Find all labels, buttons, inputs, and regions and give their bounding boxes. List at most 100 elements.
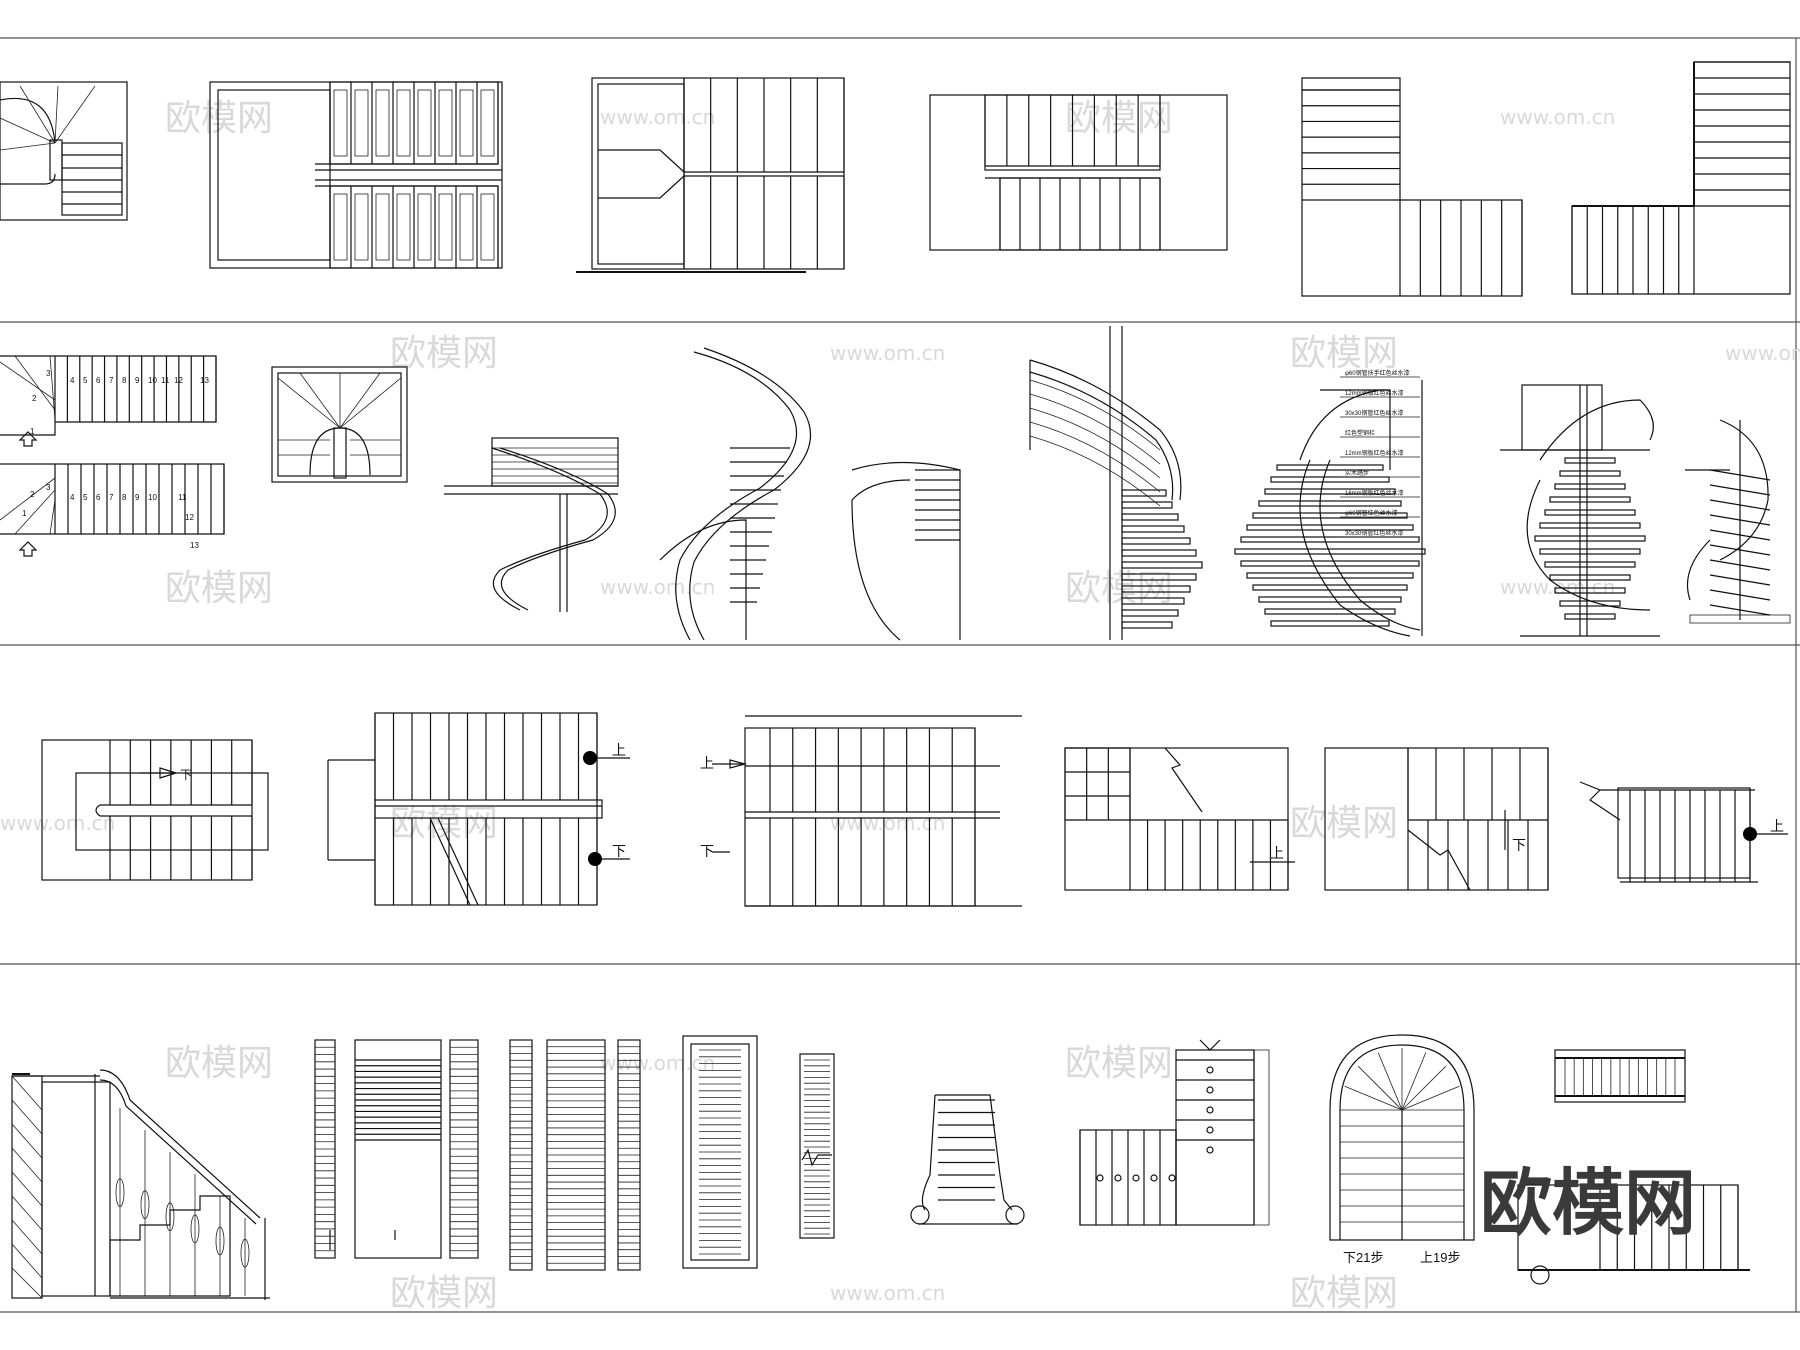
row-frames bbox=[0, 37, 1800, 1313]
panel bbox=[459, 193, 474, 261]
baluster bbox=[190, 1214, 200, 1244]
step-number: 4 bbox=[70, 376, 75, 385]
step-number: 3 bbox=[46, 369, 51, 378]
label-down: 下 bbox=[1512, 837, 1526, 853]
label-up: 上 bbox=[700, 755, 714, 771]
watermarks: 欧模网 www.om.cn 欧模网 www.om.cn 欧模网 www.om.c… bbox=[0, 98, 1800, 1314]
wm-brand: 欧模网 bbox=[1290, 333, 1398, 374]
wm-site: www.om.cn bbox=[0, 811, 115, 835]
post bbox=[1150, 1174, 1158, 1182]
panel bbox=[459, 89, 474, 157]
step-number: 2 bbox=[32, 394, 37, 403]
wm-brand: 欧模网 bbox=[390, 333, 498, 374]
baluster bbox=[115, 1178, 125, 1207]
rail-bar bbox=[1029, 379, 1161, 451]
stair-plan-l-shape-rail bbox=[1571, 61, 1791, 295]
tread-line bbox=[1276, 464, 1384, 471]
stair-long-flight-pair bbox=[314, 1039, 479, 1259]
step-number: 1 bbox=[30, 427, 35, 436]
step-number: 12 bbox=[185, 513, 194, 522]
tread-line bbox=[1539, 548, 1641, 555]
step-number: 10 bbox=[148, 493, 157, 502]
tread-line bbox=[1234, 548, 1426, 555]
wm-site: www.om.cn bbox=[830, 1281, 945, 1305]
step-number: 8 bbox=[122, 493, 127, 502]
stair-l-plan-posts bbox=[1079, 1039, 1270, 1226]
tread-line bbox=[1564, 457, 1616, 464]
panel bbox=[396, 193, 411, 261]
tread-line bbox=[1401, 1085, 1460, 1111]
stair-plan-landing bbox=[929, 94, 1228, 251]
stair-spiral-side bbox=[1500, 384, 1660, 637]
callout-label: 12mm钢板红色丝水漆 bbox=[1345, 389, 1404, 397]
stair-plan-single-rail: 上 bbox=[1579, 781, 1788, 883]
tread-line bbox=[1121, 501, 1173, 509]
tread-line bbox=[1357, 1065, 1403, 1111]
label-up: 上 bbox=[1270, 845, 1284, 861]
wm-brand: 欧模网 bbox=[390, 803, 498, 844]
stair-arched-plan: 下21步 上19步 bbox=[1329, 1034, 1475, 1265]
tread-line bbox=[1534, 535, 1646, 542]
panel bbox=[333, 89, 348, 157]
callout-label: 16mm钢板红色丝水漆 bbox=[1345, 489, 1404, 497]
stair-plan-winder-corner bbox=[0, 81, 128, 221]
stair-narrow-flight bbox=[799, 1053, 835, 1239]
wm-site: www.om.cn bbox=[600, 1051, 715, 1075]
callout-label: φ60钢管红色丝水漆 bbox=[1345, 509, 1398, 517]
wm-site: www.om.cn bbox=[830, 811, 945, 835]
tread-line bbox=[1401, 1065, 1447, 1111]
tread-line bbox=[1121, 585, 1191, 593]
tread-line bbox=[1709, 469, 1771, 481]
label-down: 下 bbox=[700, 843, 714, 859]
tread-line bbox=[1121, 597, 1185, 605]
step-number: 9 bbox=[135, 376, 140, 385]
wm-brand: 欧模网 bbox=[1290, 803, 1398, 844]
panel bbox=[438, 193, 453, 261]
callout-label: 30x30钢管红色丝水漆 bbox=[1345, 409, 1403, 417]
arc-up-steps: 上19步 bbox=[1420, 1250, 1460, 1265]
tread-line bbox=[1258, 500, 1402, 507]
callout-label: 30x30钢管红色丝水漆 bbox=[1345, 529, 1403, 537]
tread-line bbox=[1554, 483, 1626, 490]
tread-line bbox=[1264, 488, 1396, 495]
tread-line bbox=[1559, 470, 1621, 477]
wm-brand: 欧模网 bbox=[1065, 568, 1173, 609]
tread-line bbox=[1709, 604, 1771, 616]
panel bbox=[417, 193, 432, 261]
tread-line bbox=[1258, 596, 1402, 603]
stair-escalator-plan bbox=[682, 1035, 758, 1269]
stair-plan-l-break: 上 bbox=[1064, 747, 1295, 891]
wm-brand: 欧模网 bbox=[1290, 1273, 1398, 1314]
stair-curled-start bbox=[910, 1094, 1025, 1225]
stair-plan-parallel: 上 下 bbox=[700, 715, 1022, 907]
post bbox=[1114, 1174, 1122, 1182]
step-number: 11 bbox=[161, 376, 170, 385]
tread-line bbox=[1401, 1052, 1427, 1111]
stair-spiral-ribbon bbox=[659, 347, 961, 641]
post bbox=[1206, 1146, 1214, 1154]
tread-line bbox=[1121, 573, 1197, 581]
stair-spiral-elevation-1 bbox=[444, 437, 619, 612]
step-number: 6 bbox=[96, 493, 101, 502]
step-number: 8 bbox=[122, 376, 127, 385]
callout-label: 红色塑钢栏 bbox=[1345, 429, 1375, 437]
wm-brand: 欧模网 bbox=[1065, 1043, 1173, 1084]
tread-line bbox=[1246, 572, 1414, 579]
tread-line bbox=[1246, 524, 1414, 531]
wm-brand: 欧模网 bbox=[165, 568, 273, 609]
tread-line bbox=[1549, 574, 1631, 581]
tread-line bbox=[1121, 561, 1203, 569]
step-number: 11 bbox=[178, 493, 187, 502]
tread-line bbox=[1549, 496, 1631, 503]
callout-label: 实木踏步 bbox=[1345, 469, 1369, 477]
tread-line bbox=[1121, 489, 1167, 497]
tread-line bbox=[1344, 1085, 1403, 1111]
tread-line bbox=[1544, 509, 1636, 516]
rail-bar bbox=[1029, 435, 1161, 507]
tread-line bbox=[1121, 525, 1185, 533]
wm-site: www.om.cn bbox=[1500, 105, 1615, 129]
step-number: 4 bbox=[70, 493, 75, 502]
post bbox=[1096, 1174, 1104, 1182]
tread-line bbox=[1121, 513, 1179, 521]
panel bbox=[480, 193, 495, 261]
